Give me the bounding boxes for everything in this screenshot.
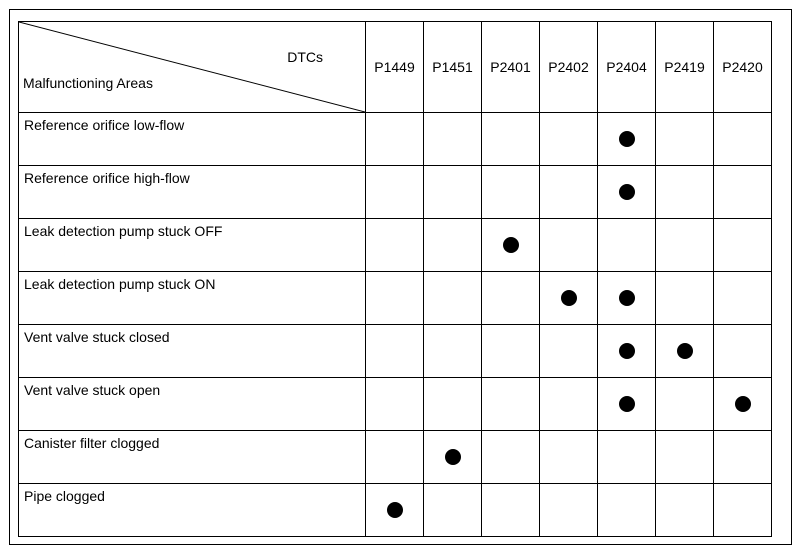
dtc-cell-p2404 <box>597 218 656 272</box>
dtc-cell-p1449 <box>365 377 424 431</box>
table-row: Canister filter clogged <box>18 430 772 484</box>
applicable-dot-icon <box>386 501 403 518</box>
dtc-cell-p2420 <box>713 324 772 378</box>
dtc-cell-p2419 <box>655 165 714 219</box>
dtcs-header-label: DTCs <box>287 49 323 65</box>
dtc-cell-p2404 <box>597 430 656 484</box>
dtc-cell-p2402 <box>539 165 598 219</box>
dtc-cell-p1451 <box>423 324 482 378</box>
dtc-cell-p2419 <box>655 483 714 537</box>
dtc-cell-p1449 <box>365 165 424 219</box>
table-row: Reference orifice high-flow <box>18 165 772 219</box>
dtc-cell-p2420 <box>713 430 772 484</box>
dtc-cell-p1451 <box>423 430 482 484</box>
applicable-dot-icon <box>618 183 635 200</box>
dtc-cell-p2401 <box>481 483 540 537</box>
dtc-cell-p2404 <box>597 112 656 166</box>
dtc-cell-p1451 <box>423 218 482 272</box>
dtc-cell-p2402 <box>539 324 598 378</box>
dtc-cell-p1449 <box>365 324 424 378</box>
dtc-cell-p2419 <box>655 112 714 166</box>
dtc-cell-p2401 <box>481 430 540 484</box>
dtc-cell-p1451 <box>423 165 482 219</box>
malfunction-area-label: Reference orifice low-flow <box>18 112 366 166</box>
table-row: Vent valve stuck closed <box>18 324 772 378</box>
table-row: Reference orifice low-flow <box>18 112 772 166</box>
dtc-cell-p2401 <box>481 271 540 325</box>
dtc-cell-p1449 <box>365 483 424 537</box>
dtc-cell-p1449 <box>365 271 424 325</box>
dtc-cell-p2404 <box>597 324 656 378</box>
dtc-cell-p2402 <box>539 377 598 431</box>
dtc-cell-p2402 <box>539 271 598 325</box>
document-frame <box>9 9 792 545</box>
dtc-code-header: P2401 <box>481 21 540 113</box>
dtc-code-header: P2404 <box>597 21 656 113</box>
dtc-cell-p1451 <box>423 377 482 431</box>
applicable-dot-icon <box>618 342 635 359</box>
dtc-matrix-table: DTCs Malfunctioning Areas P1449 P1451 P2… <box>18 21 772 537</box>
table-row: Leak detection pump stuck OFF <box>18 218 772 272</box>
dtc-cell-p1449 <box>365 218 424 272</box>
malfunction-area-label: Leak detection pump stuck ON <box>18 271 366 325</box>
dtc-code-header: P2420 <box>713 21 772 113</box>
dtc-code-header: P2402 <box>539 21 598 113</box>
dtc-cell-p2401 <box>481 112 540 166</box>
dtc-cell-p2402 <box>539 112 598 166</box>
dtc-code-header: P1449 <box>365 21 424 113</box>
dtc-cell-p2420 <box>713 165 772 219</box>
malfunction-area-label: Leak detection pump stuck OFF <box>18 218 366 272</box>
dtc-cell-p2402 <box>539 483 598 537</box>
applicable-dot-icon <box>676 342 693 359</box>
table-row: Leak detection pump stuck ON <box>18 271 772 325</box>
dtc-cell-p1451 <box>423 112 482 166</box>
applicable-dot-icon <box>618 130 635 147</box>
dtc-cell-p2404 <box>597 377 656 431</box>
table-row: Vent valve stuck open <box>18 377 772 431</box>
malfunction-area-label: Vent valve stuck open <box>18 377 366 431</box>
header-row: DTCs Malfunctioning Areas P1449 P1451 P2… <box>18 21 772 113</box>
malfunction-area-label: Reference orifice high-flow <box>18 165 366 219</box>
dtc-cell-p2419 <box>655 218 714 272</box>
applicable-dot-icon <box>618 395 635 412</box>
dtc-cell-p2420 <box>713 271 772 325</box>
dtc-cell-p2419 <box>655 271 714 325</box>
malfunctioning-areas-header-label: Malfunctioning Areas <box>23 75 153 91</box>
dtc-cell-p2401 <box>481 324 540 378</box>
applicable-dot-icon <box>618 289 635 306</box>
diagonal-divider <box>19 22 365 112</box>
malfunction-area-label: Pipe clogged <box>18 483 366 537</box>
dtc-cell-p2419 <box>655 430 714 484</box>
dtc-cell-p2404 <box>597 271 656 325</box>
dtc-cell-p1449 <box>365 112 424 166</box>
dtc-cell-p2419 <box>655 324 714 378</box>
applicable-dot-icon <box>444 448 461 465</box>
dtc-code-header: P2419 <box>655 21 714 113</box>
dtc-cell-p1451 <box>423 271 482 325</box>
dtc-cell-p2420 <box>713 218 772 272</box>
malfunction-area-label: Canister filter clogged <box>18 430 366 484</box>
dtc-cell-p2402 <box>539 430 598 484</box>
table-row: Pipe clogged <box>18 483 772 537</box>
malfunction-area-label: Vent valve stuck closed <box>18 324 366 378</box>
dtc-cell-p2401 <box>481 377 540 431</box>
dtc-cell-p2420 <box>713 112 772 166</box>
dtc-cell-p2420 <box>713 483 772 537</box>
dtc-cell-p2419 <box>655 377 714 431</box>
dtc-cell-p2401 <box>481 218 540 272</box>
dtc-cell-p1451 <box>423 483 482 537</box>
applicable-dot-icon <box>734 395 751 412</box>
dtc-cell-p2402 <box>539 218 598 272</box>
applicable-dot-icon <box>502 236 519 253</box>
dtc-cell-p2401 <box>481 165 540 219</box>
applicable-dot-icon <box>560 289 577 306</box>
dtc-code-header: P1451 <box>423 21 482 113</box>
corner-header-cell: DTCs Malfunctioning Areas <box>18 21 366 113</box>
dtc-cell-p2420 <box>713 377 772 431</box>
dtc-cell-p2404 <box>597 483 656 537</box>
dtc-cell-p1449 <box>365 430 424 484</box>
dtc-cell-p2404 <box>597 165 656 219</box>
